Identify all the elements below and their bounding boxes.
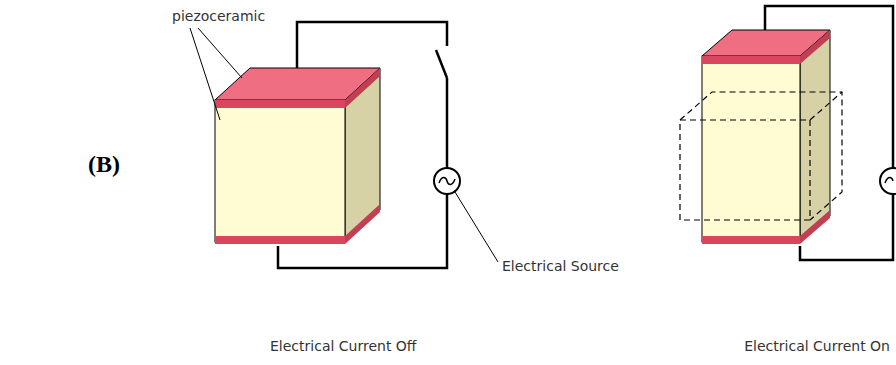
leader-lines: [190, 28, 498, 262]
part-name: Electrical Source: [500, 258, 621, 275]
piezo-cube-on: [680, 30, 842, 244]
state-caption: Electrical Current Off: [268, 338, 419, 355]
panel-letter: (B): [86, 150, 122, 179]
piezo-cube-off: [215, 68, 380, 244]
ac-source-symbol: [434, 168, 896, 194]
circuit-wires: [278, 6, 893, 268]
part-name: piezoceramic: [170, 8, 267, 25]
state-caption: Electrical Current On: [742, 338, 892, 355]
